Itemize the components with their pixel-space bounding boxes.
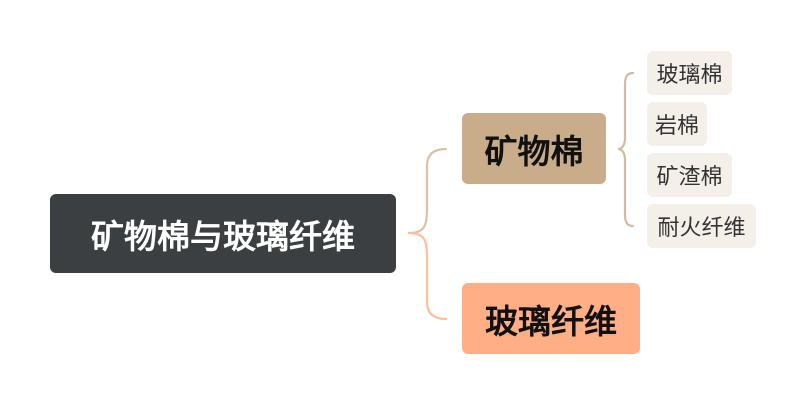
connector-root-glass xyxy=(407,231,448,321)
leaf-glass-wool[interactable]: 玻璃棉 xyxy=(647,51,732,95)
leaf-label: 玻璃棉 xyxy=(656,63,723,88)
branch-mineral-wool-label: 矿物棉 xyxy=(484,131,584,171)
connector-root-mineral xyxy=(407,147,448,235)
leaf-label: 矿渣棉 xyxy=(656,165,723,190)
leaf-rock-wool[interactable]: 岩棉 xyxy=(647,102,707,146)
leaf-label: 耐火纤维 xyxy=(657,216,746,241)
branch-glass-fiber[interactable]: 玻璃纤维 xyxy=(462,283,640,354)
leaf-slag-wool[interactable]: 矿渣棉 xyxy=(647,153,732,197)
branch-mineral-wool[interactable]: 矿物棉 xyxy=(462,113,606,184)
root-topic[interactable]: 矿物棉与玻璃纤维 xyxy=(50,194,396,273)
connector-mineral-leaves xyxy=(617,71,635,228)
root-topic-label: 矿物棉与玻璃纤维 xyxy=(91,216,355,256)
branch-glass-fiber-label: 玻璃纤维 xyxy=(485,301,617,341)
leaf-refractory-fiber[interactable]: 耐火纤维 xyxy=(647,204,756,248)
leaf-label: 岩棉 xyxy=(654,114,699,139)
